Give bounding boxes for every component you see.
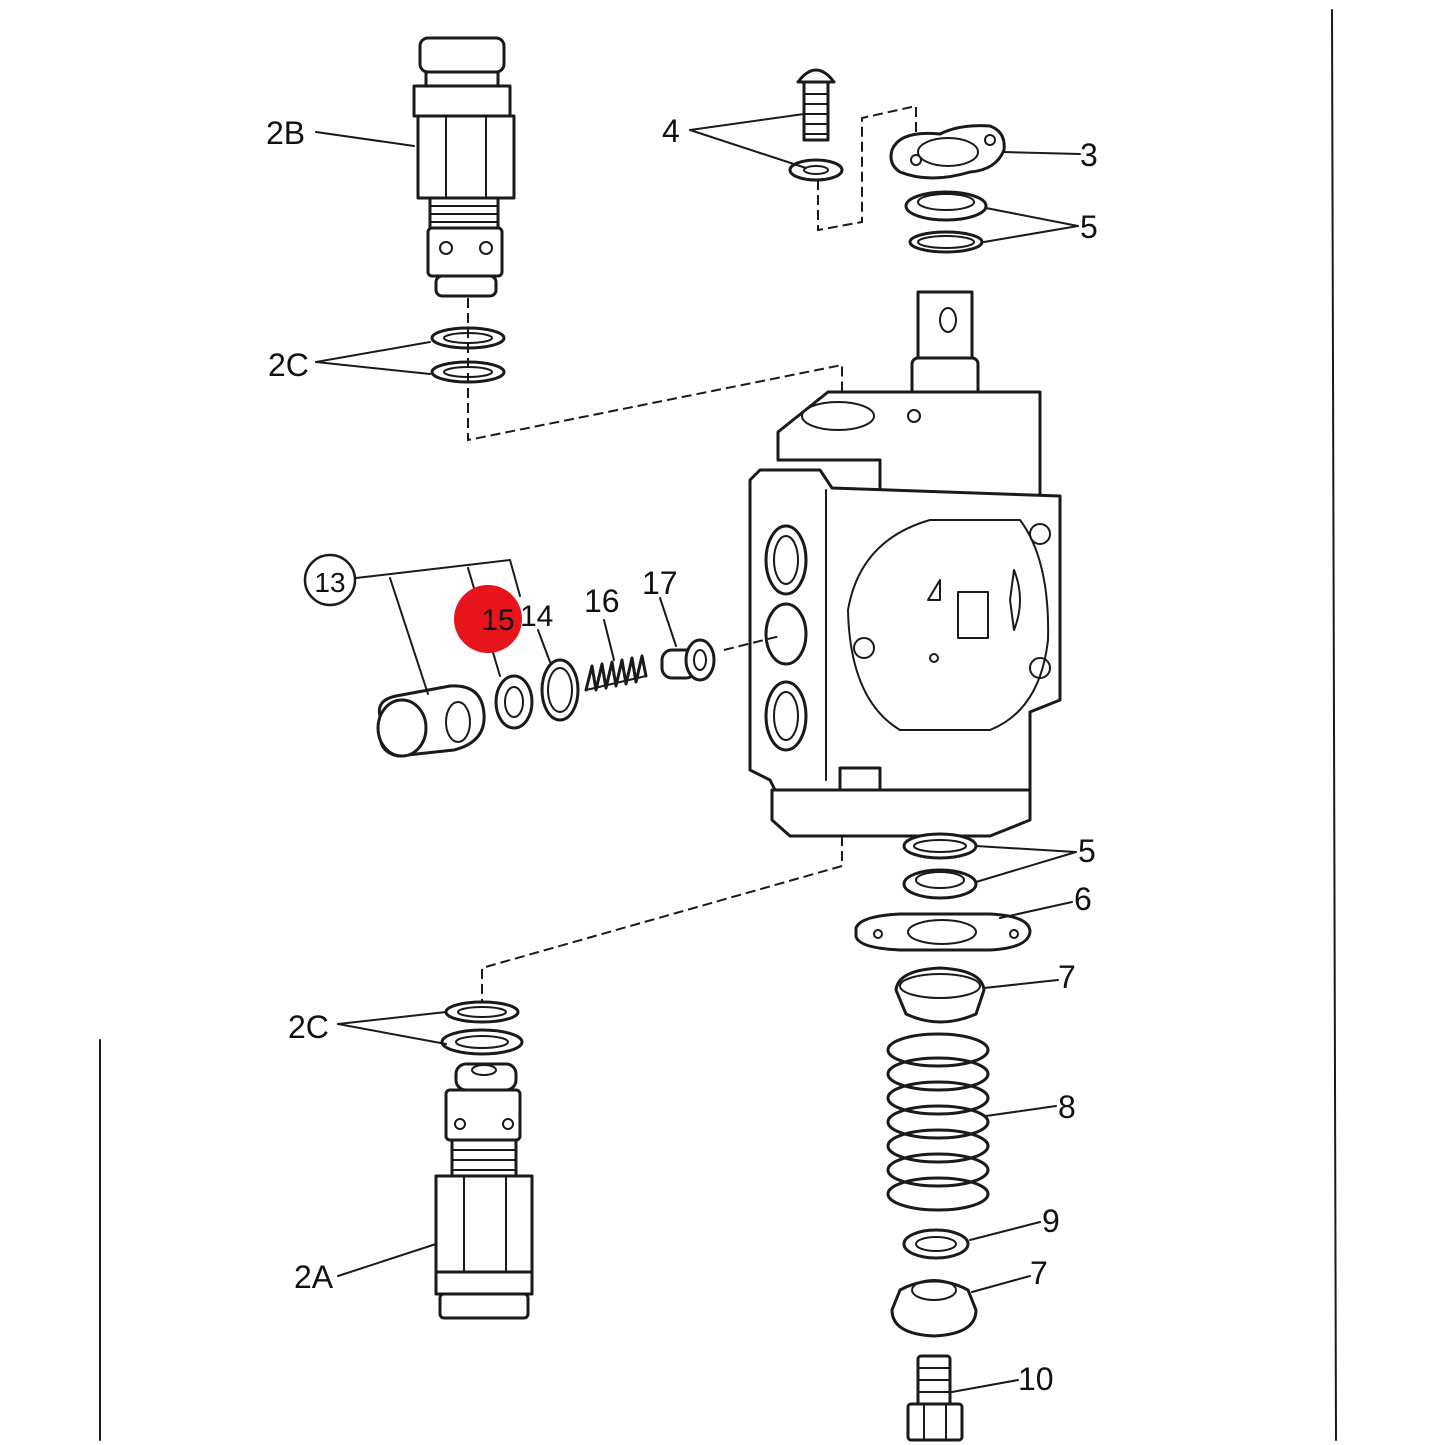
part-13-plug [376,684,486,758]
part-7-lower-spring-seat [890,1279,978,1338]
callout-7-lower: 7 [1030,1255,1048,1291]
assembly-line-bottom [481,836,843,1010]
part-14-ring [540,658,580,722]
callout-17: 17 [642,565,678,601]
callout-14: 14 [520,600,553,633]
callout-labels: 2B 4 3 5 2C 13 15 14 16 17 5 6 7 2C 8 9 … [266,113,1098,1397]
callout-15: 15 [481,604,514,637]
part-2c-bottom-seals [440,1000,524,1056]
assembly-line-left [723,635,781,651]
part-2b-relief-valve [412,36,516,298]
part-16-spring [584,654,648,692]
part-9-washer [902,1228,970,1260]
callout-6: 6 [1074,881,1092,917]
valve-body [748,290,1062,838]
callout-3: 3 [1080,137,1098,173]
part-5-bottom-seals [902,832,978,900]
part-8-main-spring [886,1032,990,1212]
callout-13-circle [303,553,357,607]
frame-right-line [1331,9,1337,1441]
part-3-flange-plate [889,124,1006,180]
part-5-top-seals [904,190,988,254]
part-6-gasket [854,912,1032,952]
callout-2a: 2A [294,1259,334,1295]
callout-2b: 2B [266,115,305,151]
part-17-check-poppet [660,638,716,682]
assembly-line-top-left [467,298,843,442]
callout-13: 13 [314,567,345,598]
part-4-screw-washer [788,68,844,182]
callout-8: 8 [1058,1089,1076,1125]
part-7-upper-spring-seat [894,966,986,1024]
highlight-marker [454,585,522,653]
callout-5-bottom: 5 [1078,833,1096,869]
part-15-seal [494,674,534,730]
callout-16: 16 [584,583,620,619]
callout-7-upper: 7 [1058,959,1076,995]
part-2a-relief-valve [434,1062,534,1320]
callout-2c-bottom: 2C [288,1009,329,1045]
callout-4-top: 4 [662,113,680,149]
leader-lines [315,113,1081,1393]
callout-5-top: 5 [1080,209,1098,245]
assembly-line-screw [817,104,917,232]
callout-9: 9 [1042,1203,1060,1239]
callout-10: 10 [1018,1361,1054,1397]
part-10-bolt [906,1354,964,1442]
callout-2c-top: 2C [268,347,309,383]
